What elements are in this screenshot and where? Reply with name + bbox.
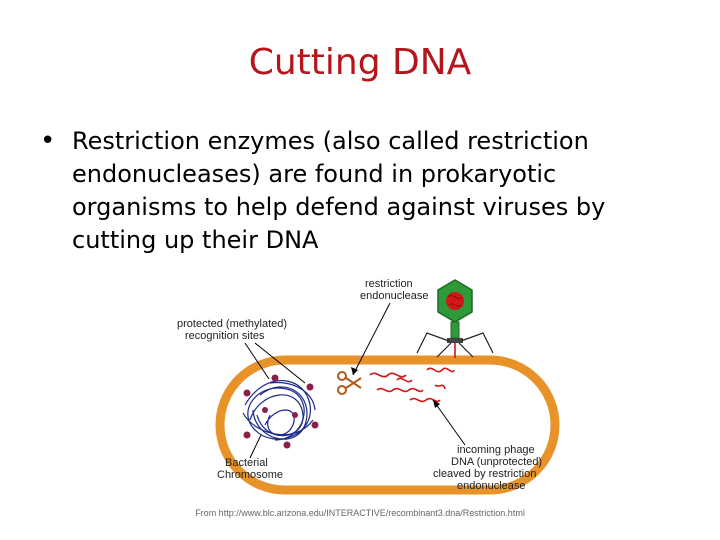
label-phage-2: DNA (unprotected) bbox=[451, 456, 542, 468]
source-citation: From http://www.blc.arizona.edu/INTERACT… bbox=[0, 508, 720, 518]
label-chromosome-2: Chromosome bbox=[217, 469, 283, 481]
label-protected-2: recognition sites bbox=[185, 330, 265, 342]
label-chromosome-1: Bacterial bbox=[225, 457, 268, 469]
label-enzyme-2: endonuclease bbox=[360, 290, 429, 302]
restriction-diagram: restriction endonuclease protected (meth… bbox=[165, 275, 585, 520]
label-phage-1: incoming phage bbox=[457, 444, 535, 456]
slide-title: Cutting DNA bbox=[0, 42, 720, 83]
bullet-icon: • bbox=[40, 125, 55, 158]
label-protected-1: protected (methylated) bbox=[177, 318, 287, 330]
label-phage-4: endonuclease bbox=[457, 480, 526, 492]
label-phage-3: cleaved by restriction bbox=[433, 468, 536, 480]
bullet-text: Restriction enzymes (also called restric… bbox=[72, 125, 672, 257]
label-enzyme-1: restriction bbox=[365, 278, 413, 290]
